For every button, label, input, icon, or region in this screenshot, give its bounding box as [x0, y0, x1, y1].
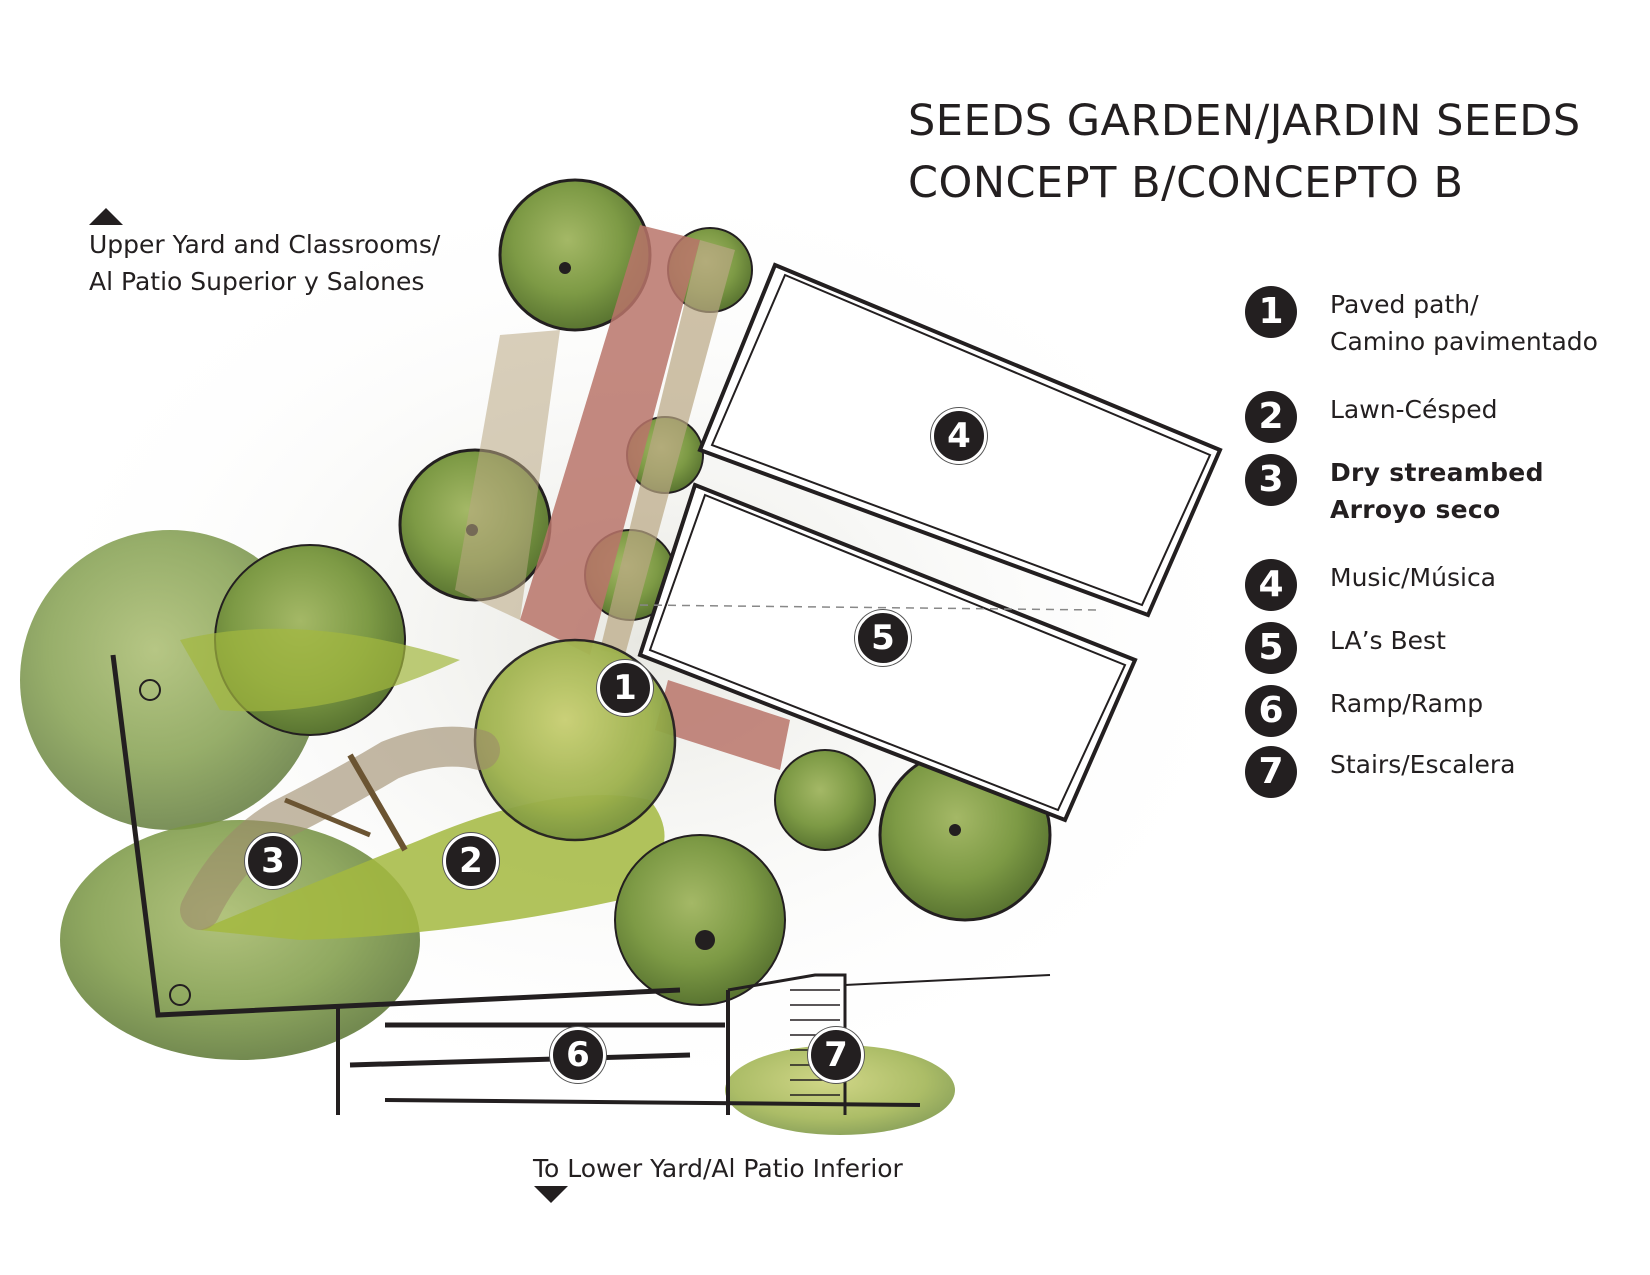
- plan-marker-7: 7: [808, 1027, 864, 1083]
- plan-marker-3: 3: [245, 833, 301, 889]
- diagram-title: SEEDS GARDEN/JARDIN SEEDS CONCEPT B/CONC…: [908, 90, 1581, 214]
- legend-label: Paved path/ Camino pavimentado: [1330, 286, 1598, 360]
- plan-marker-4: 4: [931, 408, 987, 464]
- legend-label: Music/Música: [1330, 559, 1496, 596]
- legend-number: 1: [1245, 286, 1297, 338]
- legend-label-line-1: Ramp/Ramp: [1330, 689, 1484, 718]
- arrow-up-icon: [89, 208, 123, 225]
- direction-upper-line-2: Al Patio Superior y Salones: [89, 267, 425, 296]
- legend-label-line-2: Camino pavimentado: [1330, 327, 1598, 356]
- legend-label: Stairs/Escalera: [1330, 746, 1515, 783]
- legend-label-line-1: Dry streambed: [1330, 458, 1544, 487]
- dry-streambed: [180, 726, 500, 930]
- legend-label-line-1: Paved path/: [1330, 290, 1479, 319]
- legend-label: Lawn-Césped: [1330, 391, 1498, 428]
- direction-upper-yard: Upper Yard and Classrooms/ Al Patio Supe…: [89, 226, 440, 300]
- legend-number: 5: [1245, 622, 1297, 674]
- legend-number: 4: [1245, 559, 1297, 611]
- legend-number: 7: [1245, 746, 1297, 798]
- tree-canopy-east: [614, 748, 1052, 1135]
- plan-marker-5: 5: [855, 610, 911, 666]
- legend-number: 3: [1245, 454, 1297, 506]
- legend-label-line-1: LA’s Best: [1330, 626, 1446, 655]
- legend-number: 2: [1245, 391, 1297, 443]
- title-line-2: CONCEPT B/CONCEPTO B: [908, 158, 1464, 208]
- plan-marker-1: 1: [597, 660, 653, 716]
- plan-marker-2: 2: [443, 833, 499, 889]
- legend-label: Ramp/Ramp: [1330, 685, 1483, 722]
- arrow-down-icon: [534, 1186, 568, 1203]
- legend-number: 6: [1245, 685, 1297, 737]
- title-line-1: SEEDS GARDEN/JARDIN SEEDS: [908, 96, 1581, 146]
- legend-label-line-1: Lawn-Césped: [1330, 395, 1498, 424]
- plan-marker-6: 6: [550, 1027, 606, 1083]
- legend-label: Dry streambed Arroyo seco: [1330, 454, 1544, 528]
- paved-path: [455, 225, 790, 770]
- direction-upper-line-1: Upper Yard and Classrooms/: [89, 230, 441, 259]
- legend-label-line-1: Stairs/Escalera: [1330, 750, 1516, 779]
- legend-label-line-1: Music/Música: [1330, 563, 1497, 592]
- legend-label: LA’s Best: [1330, 622, 1446, 659]
- legend-label-line-2: Arroyo seco: [1330, 495, 1501, 524]
- direction-lower-yard: To Lower Yard/Al Patio Inferior: [533, 1154, 903, 1183]
